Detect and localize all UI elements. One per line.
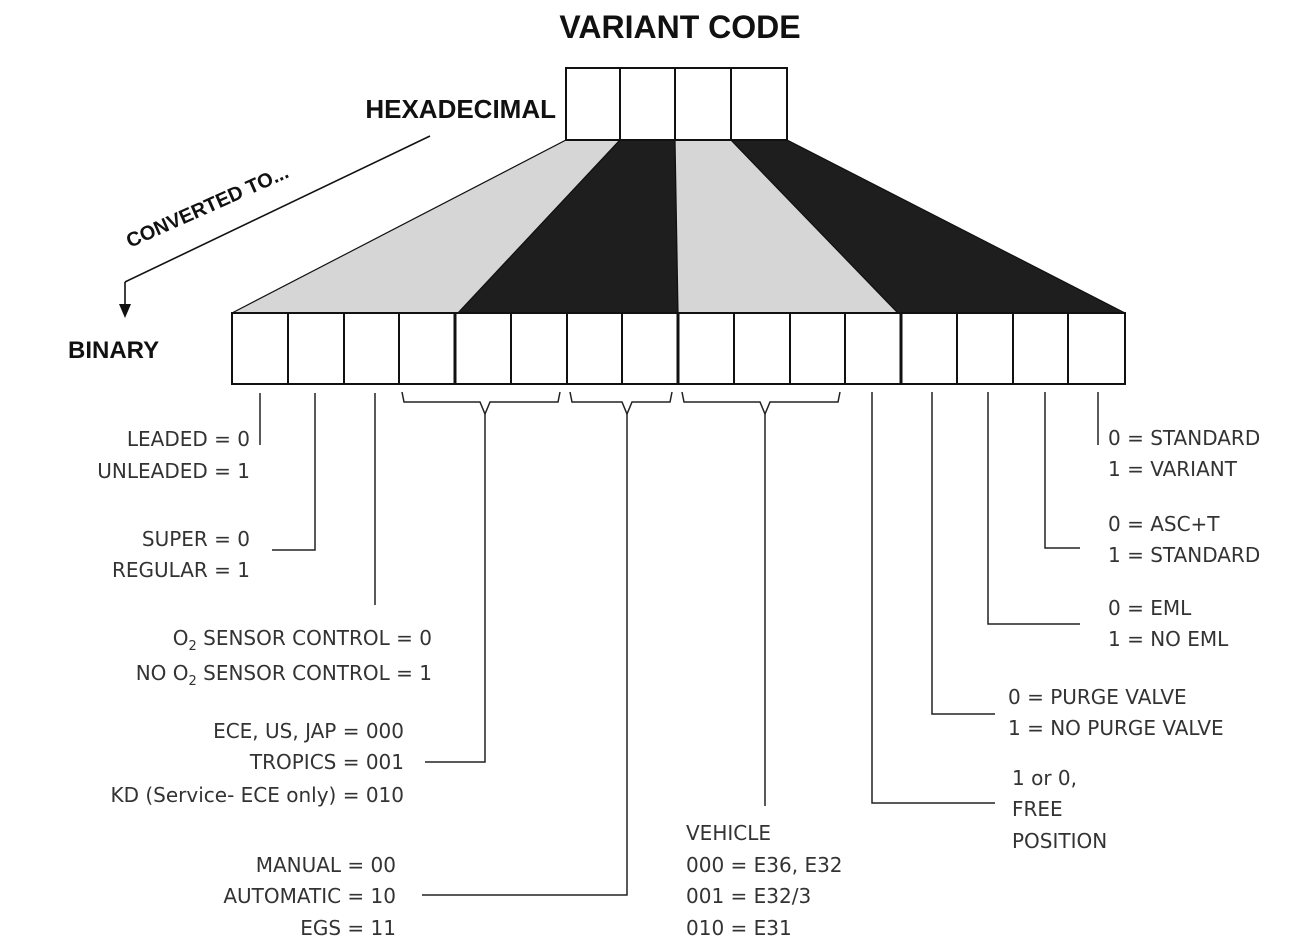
legend-o2-control: O2 SENSOR CONTROL = 0 xyxy=(173,626,432,654)
legend-region: ECE, US, JAP = 000 TROPICS = 001 KD (Ser… xyxy=(110,719,404,807)
legend-regular: REGULAR = 1 xyxy=(112,558,250,582)
hex-boxes xyxy=(565,67,788,141)
diagram-title: VARIANT CODE xyxy=(559,9,800,45)
legend-egs: EGS = 11 xyxy=(300,916,396,940)
legend-fuel-grade: SUPER = 0 REGULAR = 1 xyxy=(112,527,250,582)
legend-free-2: FREE xyxy=(1012,797,1063,821)
legend-region-tropics: TROPICS = 001 xyxy=(249,750,404,774)
legend-vehicle-title: VEHICLE xyxy=(686,821,771,845)
legend-fuel-type: LEADED = 0 UNLEADED = 1 xyxy=(97,427,250,483)
legend-transmission: MANUAL = 00 AUTOMATIC = 10 EGS = 11 xyxy=(223,853,396,940)
legend-super: SUPER = 0 xyxy=(142,527,250,551)
legend-no-o2-control: NO O2 SENSOR CONTROL = 1 xyxy=(136,661,432,689)
legend-asc-1: 1 = STANDARD xyxy=(1108,543,1260,567)
legend-o2-sensor: O2 SENSOR CONTROL = 0 NO O2 SENSOR CONTR… xyxy=(136,626,432,689)
legend-region-ece: ECE, US, JAP = 000 xyxy=(213,719,404,743)
legend-unleaded: UNLEADED = 1 xyxy=(97,459,250,483)
leader-lines xyxy=(259,392,1099,896)
legend-vehicle-000: 000 = E36, E32 xyxy=(686,853,843,877)
hex-label: HEXADECIMAL xyxy=(365,94,556,124)
legend-standard: 0 = STANDARD 1 = VARIANT xyxy=(1108,426,1260,481)
legend-standard-1: 1 = VARIANT xyxy=(1108,457,1238,481)
legend-vehicle: VEHICLE 000 = E36, E32 001 = E32/3 010 =… xyxy=(686,821,843,940)
legend-vehicle-001: 001 = E32/3 xyxy=(686,884,811,908)
legend-manual: MANUAL = 00 xyxy=(256,853,396,877)
legend-vehicle-010: 010 = E31 xyxy=(686,916,792,940)
legend-region-kd: KD (Service- ECE only) = 010 xyxy=(110,783,404,807)
legend-purge-valve: 0 = PURGE VALVE 1 = NO PURGE VALVE xyxy=(1008,685,1224,740)
legend-asc: 0 = ASC+T 1 = STANDARD xyxy=(1108,512,1260,567)
legend-leaded: LEADED = 0 xyxy=(127,427,250,451)
legend-free-3: POSITION xyxy=(1012,829,1107,853)
binary-label: BINARY xyxy=(68,337,159,364)
bit-group-braces xyxy=(401,391,841,416)
legend-eml-1: 1 = NO EML xyxy=(1108,627,1229,651)
converted-label: CONVERTED TO... xyxy=(123,161,292,252)
hex-to-binary-fan xyxy=(231,139,1126,314)
binary-boxes xyxy=(231,312,1126,385)
legend-free-position: 1 or 0, FREE POSITION xyxy=(1012,766,1107,853)
legend-eml: 0 = EML 1 = NO EML xyxy=(1108,596,1229,651)
legend-asc-0: 0 = ASC+T xyxy=(1108,512,1220,536)
legend-purge-1: 1 = NO PURGE VALVE xyxy=(1008,716,1224,740)
legend-purge-0: 0 = PURGE VALVE xyxy=(1008,685,1187,709)
legend-free-1: 1 or 0, xyxy=(1012,766,1077,790)
legend-standard-0: 0 = STANDARD xyxy=(1108,426,1260,450)
legend-automatic: AUTOMATIC = 10 xyxy=(223,884,396,908)
legend-eml-0: 0 = EML xyxy=(1108,596,1192,620)
